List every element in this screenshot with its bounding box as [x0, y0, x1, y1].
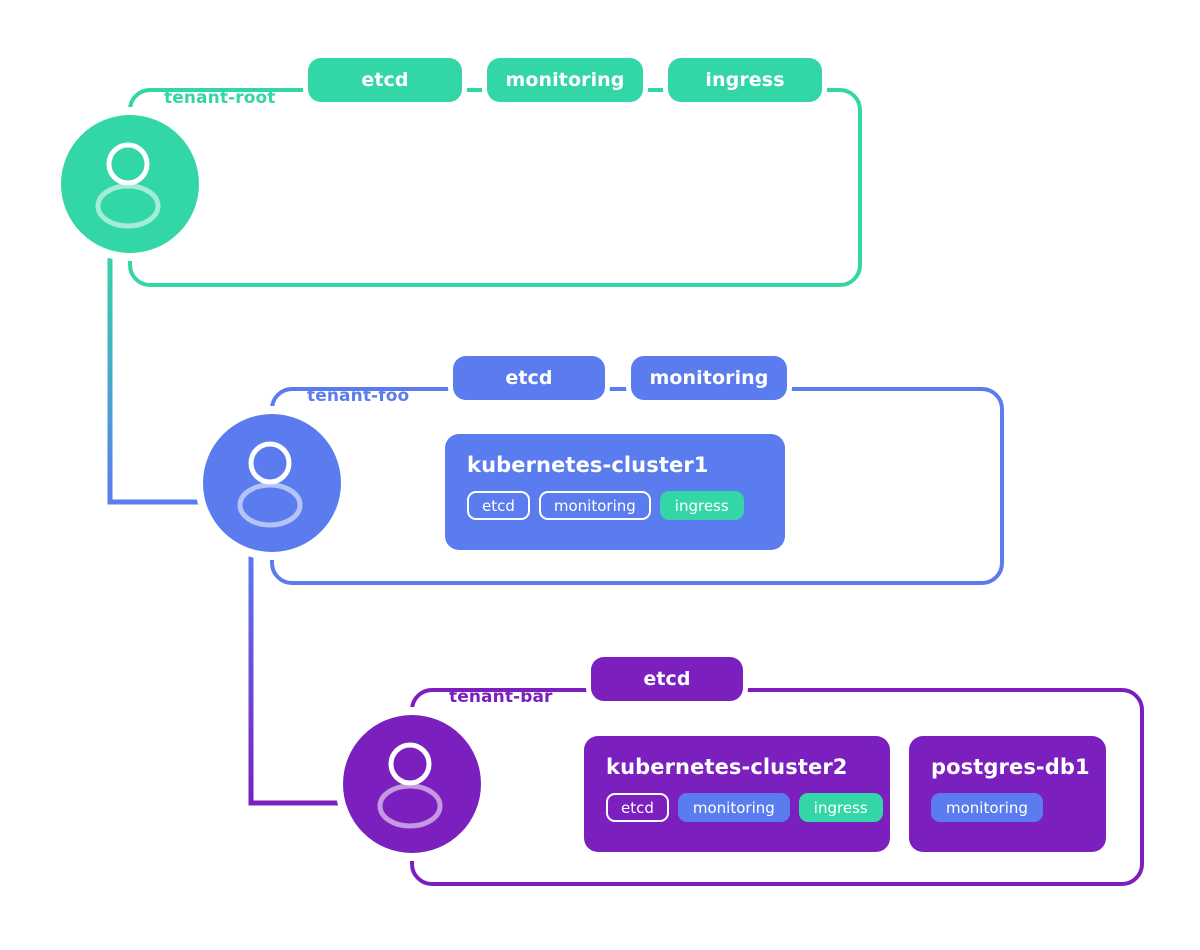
- capability-badge-tenant-root-monitoring[interactable]: monitoring: [487, 58, 643, 102]
- resource-title: postgres-db1: [931, 755, 1090, 779]
- tenant-foo-avatar[interactable]: [203, 414, 341, 552]
- user-avatar-head-icon: [388, 742, 432, 786]
- resource-pill-ingress[interactable]: ingress: [659, 491, 744, 521]
- tenant-label-tenant-bar: tenant-bar: [449, 687, 553, 707]
- resource-card-kubernetes-cluster2[interactable]: kubernetes-cluster2 etcd monitoring ingr…: [584, 736, 890, 852]
- resource-pill-etcd[interactable]: etcd: [467, 491, 530, 521]
- tenant-root-avatar[interactable]: [61, 115, 199, 253]
- resource-pill-row: etcd monitoring ingress: [606, 793, 883, 823]
- tenant-label-tenant-root: tenant-root: [164, 88, 276, 108]
- resource-pill-row: monitoring: [931, 793, 1084, 823]
- capability-badge-tenant-root-ingress[interactable]: ingress: [668, 58, 822, 102]
- capability-badge-tenant-root-etcd[interactable]: etcd: [308, 58, 462, 102]
- resource-pill-monitoring[interactable]: monitoring: [931, 793, 1043, 823]
- resource-title: kubernetes-cluster2: [606, 755, 848, 779]
- resource-card-kubernetes-cluster1[interactable]: kubernetes-cluster1 etcd monitoring ingr…: [445, 434, 785, 550]
- user-avatar-head-icon: [106, 142, 150, 186]
- resource-title: kubernetes-cluster1: [467, 453, 709, 477]
- capability-badge-tenant-foo-etcd[interactable]: etcd: [453, 356, 605, 400]
- tenant-bar-avatar-gap: [335, 707, 489, 861]
- resource-pill-monitoring[interactable]: monitoring: [538, 491, 651, 521]
- user-avatar-body-icon: [377, 783, 443, 829]
- tenant-root-container: [128, 88, 862, 287]
- capability-badge-tenant-bar-etcd[interactable]: etcd: [591, 657, 743, 701]
- resource-pill-ingress[interactable]: ingress: [798, 793, 883, 823]
- tenant-label-tenant-foo: tenant-foo: [307, 386, 410, 406]
- tenant-root-avatar-gap: [53, 107, 207, 261]
- capability-badge-tenant-foo-monitoring[interactable]: monitoring: [631, 356, 787, 400]
- resource-card-postgres-db1[interactable]: postgres-db1 monitoring: [909, 736, 1106, 852]
- resource-pill-monitoring[interactable]: monitoring: [677, 793, 790, 823]
- tenant-foo-avatar-gap: [195, 406, 349, 560]
- tenant-foo-container: [270, 387, 1004, 585]
- user-avatar-head-icon: [248, 441, 292, 485]
- tenant-bar-avatar[interactable]: [343, 715, 481, 853]
- tenant-bar-container: [410, 688, 1144, 886]
- resource-pill-row: etcd monitoring ingress: [467, 491, 763, 521]
- user-avatar-body-icon: [237, 482, 303, 528]
- user-avatar-body-icon: [95, 183, 161, 229]
- resource-pill-etcd[interactable]: etcd: [606, 793, 669, 823]
